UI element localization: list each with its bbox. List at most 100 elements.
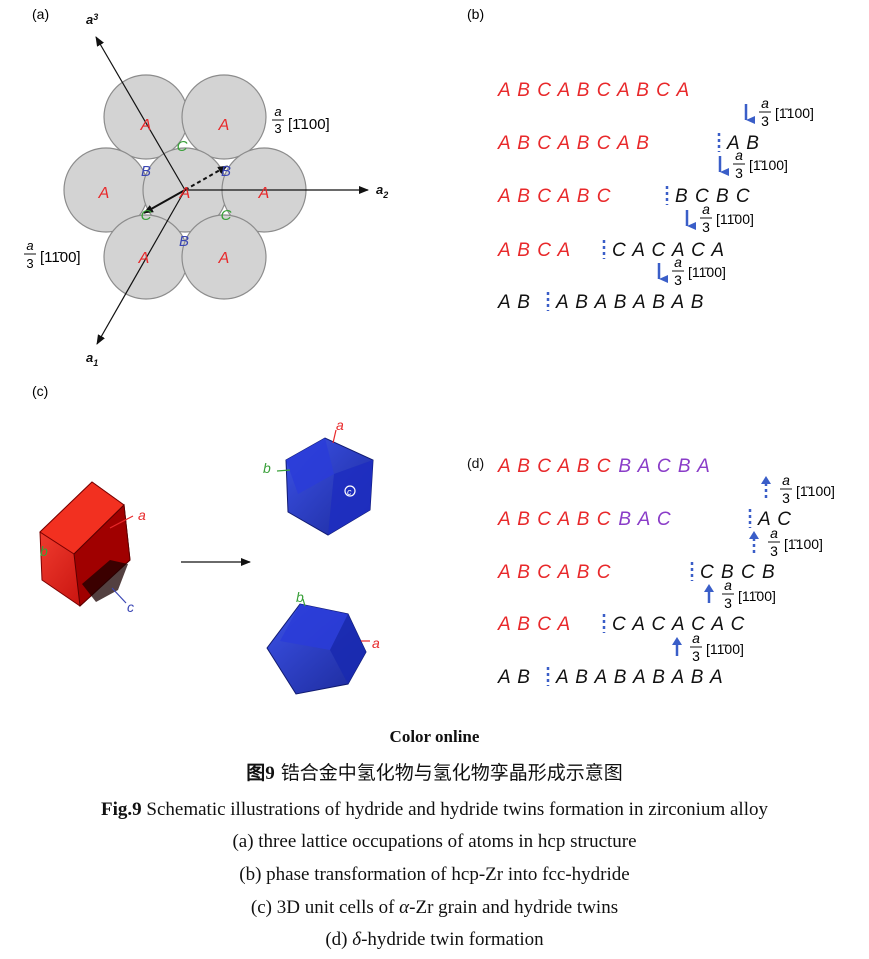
site-a: A — [98, 185, 110, 202]
hydride-twin-cube-top — [276, 429, 374, 536]
svg-text:[1̄100]: [1̄100] — [784, 536, 823, 552]
caption-sub-b: (b) phase transformation of hcp-Zr into … — [239, 864, 630, 885]
panel-a-hcp-lattice: A A A A A A A B B B C C C a3 a2 a1 a 3 [… — [24, 12, 388, 368]
shift-arrow-dashed: a 3 [1̄100] — [749, 525, 823, 559]
stack-tail: C A C A C A C — [612, 614, 745, 635]
svg-text:a: a — [735, 147, 743, 163]
axis-label-a: a — [372, 635, 380, 651]
svg-text:a: a — [692, 630, 700, 646]
axis-label-c: c — [127, 599, 134, 615]
site-c: C — [141, 207, 152, 224]
site-c: C — [221, 207, 232, 224]
axis-a3 — [95, 36, 186, 191]
shift-arrow: a 3 [11̄00] — [657, 254, 726, 288]
svg-text:3: 3 — [761, 113, 769, 129]
shift-arrow: a 3 [11̄00] — [672, 630, 744, 664]
panel-label-d: (d) — [467, 455, 484, 471]
stack-row: A B C A — [497, 614, 571, 635]
site-a: A — [258, 185, 270, 202]
site-c: C — [177, 138, 188, 155]
axis-label-a2: a2 — [376, 182, 388, 200]
vector-label-left: a 3 [11̄00] — [24, 238, 81, 271]
shift-arrow: a 3 [1̄100] — [744, 95, 814, 129]
stack-tail: C A C A C A — [612, 240, 725, 261]
stack-row: A B — [497, 667, 531, 688]
svg-text:a: a — [26, 238, 33, 253]
stack-tail: B C B C — [675, 186, 751, 207]
svg-text:3: 3 — [770, 543, 778, 559]
shift-arrow: a 3 [11̄00] — [704, 577, 776, 611]
shift-vector-dashed — [184, 165, 228, 191]
site-b: B — [221, 163, 231, 180]
panel-label-a: (a) — [32, 6, 50, 22]
axis-label-a: a — [336, 417, 344, 433]
svg-text:3: 3 — [674, 272, 682, 288]
site-a: A — [179, 185, 191, 202]
stack-row: A B C A — [497, 240, 571, 261]
axis-label-b: b — [263, 460, 271, 476]
svg-text:[11̄00]: [11̄00] — [738, 588, 776, 604]
svg-text:3: 3 — [735, 165, 743, 181]
caption-english: Fig.9 Schematic illustrations of hydride… — [101, 799, 768, 820]
panel-label-c: (c) — [32, 383, 49, 399]
site-b: B — [141, 163, 151, 180]
site-a: A — [218, 250, 230, 267]
svg-text:a: a — [761, 95, 769, 111]
svg-text:[11̄00]: [11̄00] — [40, 249, 81, 266]
svg-text:3: 3 — [692, 648, 700, 664]
vector-label-top: a 3 [1̄100] — [272, 104, 330, 136]
atom-circle — [181, 214, 267, 300]
shift-arrow-dashed: a 3 [1̄100] — [761, 472, 835, 506]
svg-text:a: a — [274, 104, 281, 119]
svg-text:3: 3 — [724, 595, 732, 611]
stack-tail: A C — [757, 509, 792, 530]
stack-tail: A B — [726, 133, 760, 154]
shift-vector-solid — [143, 189, 186, 214]
caption-sub-c: (c) 3D unit cells of α-Zr grain and hydr… — [250, 897, 619, 918]
stack-row: A B C A B C — [497, 186, 611, 207]
svg-text:[11̄00]: [11̄00] — [706, 641, 744, 657]
axis-a1 — [96, 189, 186, 345]
svg-text:a: a — [674, 254, 682, 270]
svg-text:[1̄100]: [1̄100] — [796, 483, 835, 499]
svg-text:3: 3 — [782, 490, 790, 506]
axis-label-c: c — [347, 487, 352, 497]
figure-canvas: A A A A A A A B B B C C C a3 a2 a1 a 3 [… — [24, 12, 835, 695]
caption-sub-a: (a) three lattice occupations of atoms i… — [232, 831, 637, 852]
panel-c-unit-cells: a b c a b c b a — [39, 417, 380, 695]
site-b: B — [179, 233, 189, 250]
svg-text:[11̄00]: [11̄00] — [688, 264, 726, 280]
site-a: A — [140, 117, 152, 134]
svg-text:a: a — [702, 201, 710, 217]
atom-circle — [181, 74, 267, 160]
svg-text:[1̄100]: [1̄100] — [775, 105, 814, 121]
svg-text:3: 3 — [26, 256, 33, 271]
svg-text:[11̄00]: [11̄00] — [716, 211, 754, 227]
shift-arrow: a 3 [11̄00] — [685, 201, 754, 235]
svg-text:a: a — [770, 525, 778, 541]
stack-row: A B C A B C A B — [497, 133, 650, 154]
caption-chinese: 图9 锆合金中氢化物与氢化物孪晶形成示意图 — [246, 762, 623, 784]
svg-text:a: a — [782, 472, 790, 488]
stack-row: A B — [497, 292, 531, 313]
stack-tail: A B A B A B A B — [555, 292, 704, 313]
hydride-twin-cube-bottom — [266, 598, 370, 695]
panel-b-stacking: A B C A B C A B C A A B C A B C A B A B … — [497, 80, 814, 313]
stack-tail: C B C B — [700, 562, 776, 583]
svg-text:3: 3 — [702, 219, 710, 235]
axis-label-a: a — [138, 507, 146, 523]
axis-label-b: b — [296, 589, 304, 605]
stack-row: A B C A B C — [497, 562, 611, 583]
caption-sub-d: (d) δ-hydride twin formation — [325, 929, 544, 950]
color-online-note: Color online — [389, 727, 480, 746]
hcp-grain-prism — [39, 481, 134, 608]
axis-label-a3: a3 — [86, 12, 98, 27]
panel-label-b: (b) — [467, 6, 485, 22]
site-a: A — [138, 250, 150, 267]
svg-text:3: 3 — [274, 121, 281, 136]
stack-row: A B C A B C A B C A — [497, 80, 690, 101]
svg-text:[1̄100]: [1̄100] — [288, 116, 330, 133]
